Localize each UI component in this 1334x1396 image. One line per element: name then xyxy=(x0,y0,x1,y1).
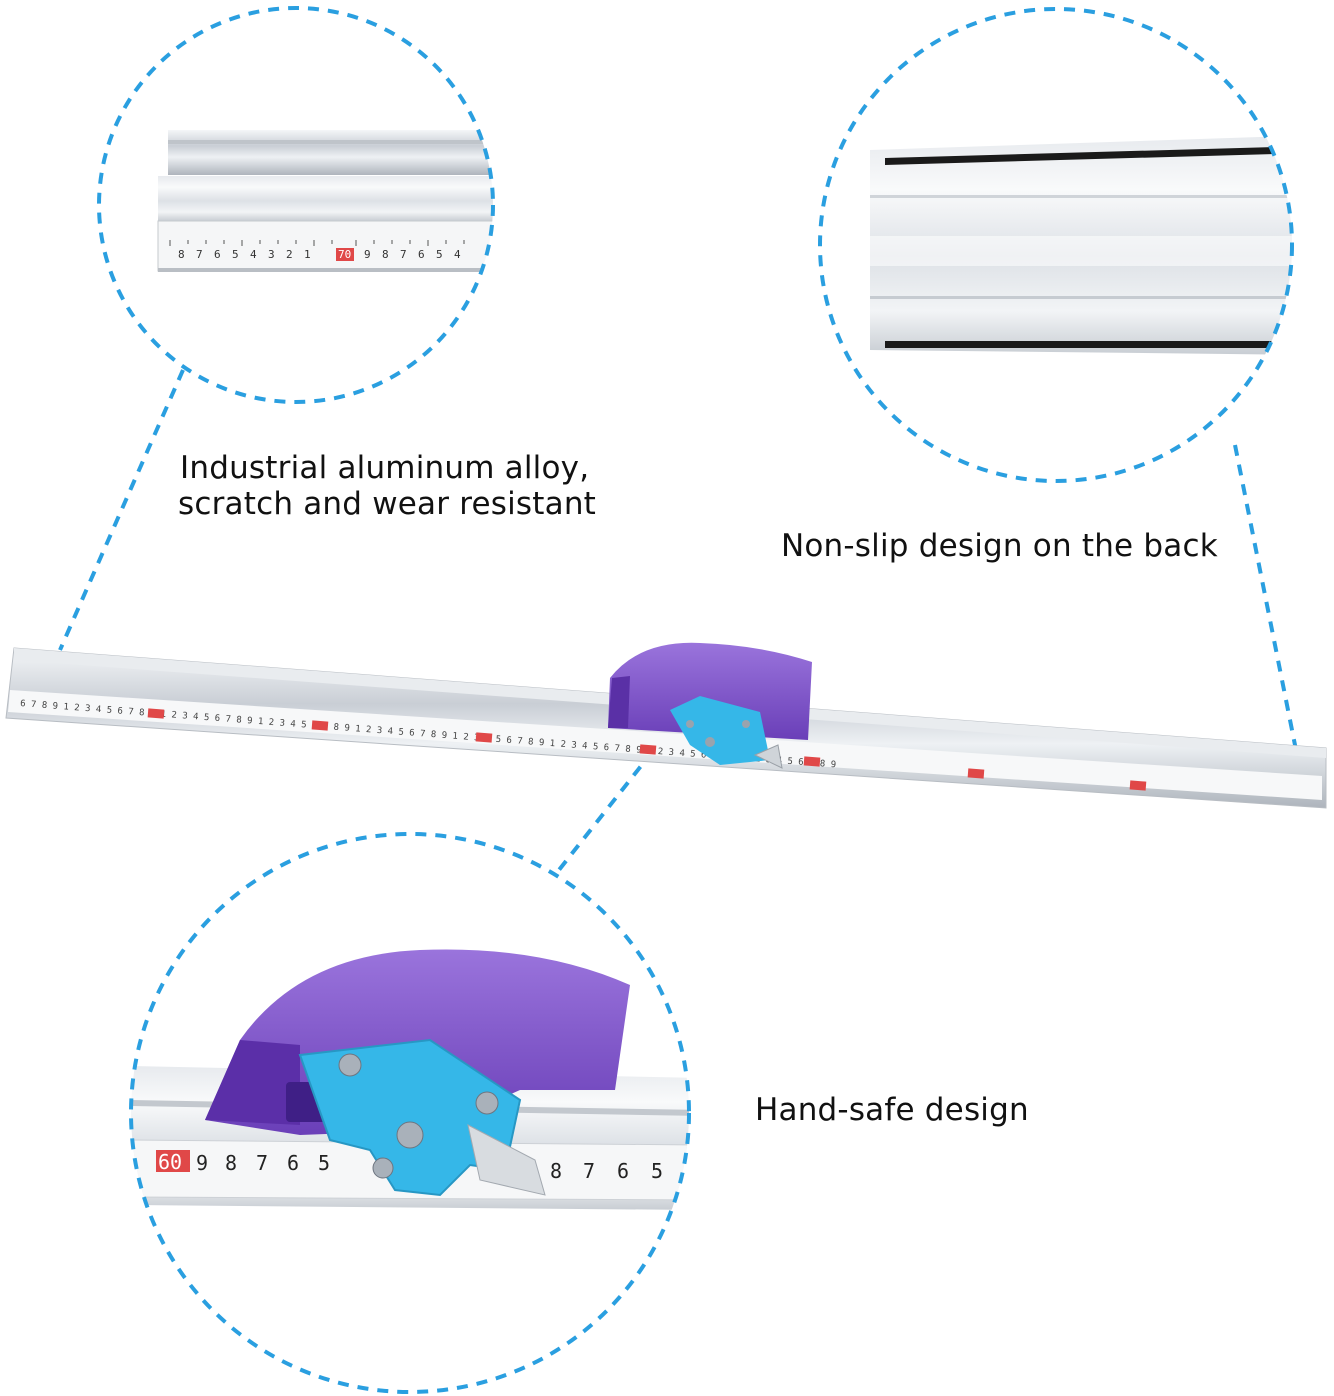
svg-text:60: 60 xyxy=(158,1150,182,1174)
svg-text:1: 1 xyxy=(304,248,311,261)
svg-text:8: 8 xyxy=(178,248,185,261)
svg-text:3: 3 xyxy=(268,248,275,261)
svg-text:7: 7 xyxy=(256,1151,268,1175)
svg-text:2: 2 xyxy=(286,248,293,261)
svg-text:8: 8 xyxy=(225,1151,237,1175)
handsafe-caption: Hand-safe design xyxy=(755,1092,1029,1128)
svg-text:5: 5 xyxy=(436,248,443,261)
svg-text:8: 8 xyxy=(382,248,389,261)
aluminum-caption: Industrial aluminum alloy, scratch and w… xyxy=(178,450,596,522)
svg-text:5: 5 xyxy=(318,1151,330,1175)
svg-text:8: 8 xyxy=(550,1159,562,1183)
svg-text:5: 5 xyxy=(232,248,239,261)
svg-text:7: 7 xyxy=(400,248,407,261)
svg-text:70: 70 xyxy=(338,248,351,261)
svg-text:6: 6 xyxy=(617,1159,629,1183)
svg-text:9: 9 xyxy=(364,248,371,261)
nonslip-back-detail-icon xyxy=(818,7,1294,483)
main-ruler: 6 7 8 9 1 2 3 4 5 6 7 8 9 1 2 3 4 5 6 7 … xyxy=(5,642,1327,809)
svg-text:6: 6 xyxy=(418,248,425,261)
svg-text:4: 4 xyxy=(250,248,257,261)
svg-text:6: 6 xyxy=(214,248,221,261)
nonslip-caption: Non-slip design on the back xyxy=(781,528,1218,564)
svg-text:6: 6 xyxy=(287,1151,299,1175)
svg-text:5: 5 xyxy=(651,1159,663,1183)
aluminum-caption-line1: Industrial aluminum alloy, xyxy=(180,450,590,486)
svg-text:7: 7 xyxy=(583,1159,595,1183)
aluminum-caption-line2: scratch and wear resistant xyxy=(178,486,597,522)
leader-lines xyxy=(58,369,1300,877)
cutter-head xyxy=(608,642,812,769)
svg-text:7: 7 xyxy=(196,248,203,261)
svg-text:9: 9 xyxy=(196,1151,208,1175)
svg-text:4: 4 xyxy=(454,248,461,261)
